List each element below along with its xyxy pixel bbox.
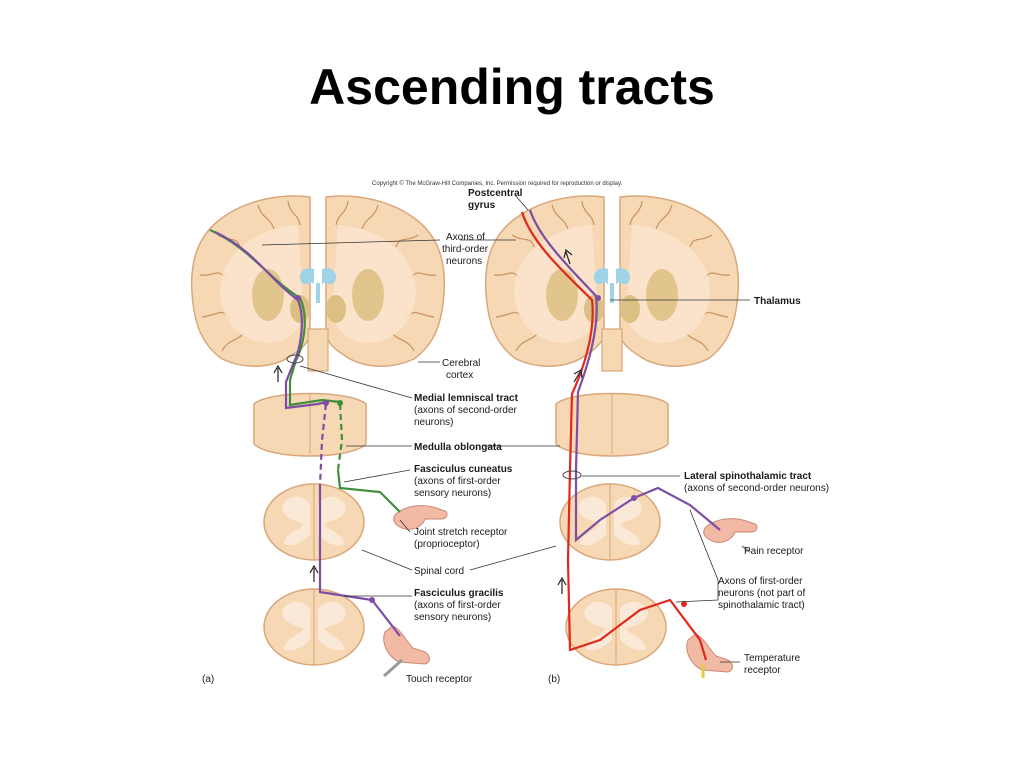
cerebral-cortex-label-1: Cerebral [442,358,480,369]
purple-tract-path-b [528,209,721,543]
temperature-label-1: Temperature [744,653,801,664]
up-arrow-icon [563,248,573,265]
touch-receptor-icon [383,658,403,678]
panel-b-label: (b) [548,674,560,685]
pain-receptor-icon [741,545,751,553]
axons-first-label-2: neurons (not part of [718,588,805,599]
cerebral-cortex-label-2: cortex [446,370,473,381]
cervical-cord-section-a [263,483,365,561]
copyright-note: Copyright © The McGraw-Hill Companies, I… [372,180,623,187]
spinal-cord-label: Spinal cord [414,566,464,577]
foot-a [383,625,430,665]
joint-stretch-label-2: (proprioceptor) [414,539,480,550]
brain-section-a [190,195,446,372]
medial-lemniscal-label-1: Medial lemniscal tract [414,393,519,404]
panel-a-label: (a) [202,674,214,685]
medulla-label: Medulla oblongata [414,442,502,453]
touch-receptor-label: Touch receptor [406,674,473,685]
up-arrow-icon [573,369,583,383]
medial-lemniscal-label-2: (axons of second-order [414,405,518,416]
fasciculus-gracilis-label-3: sensory neurons) [414,612,491,623]
medial-lemniscal-label-3: neurons) [414,417,453,428]
thalamus-label: Thalamus [754,296,801,307]
lateral-spinothalamic-label-2: (axons of second-order neurons) [684,483,829,494]
lumbar-cord-section-a [263,588,365,666]
joint-stretch-label-1: Joint stretch receptor [414,527,508,538]
brain-section-b [484,195,740,372]
leader-lines [261,194,750,663]
axons-third-label-1: Axons of [446,232,485,243]
axons-third-label-3: neurons [446,256,482,267]
slide-title: Ascending tracts [309,59,715,115]
postcentral-label-2: gyrus [468,200,496,211]
axons-first-label-1: Axons of first-order [718,576,803,587]
up-arrow-icon [557,576,567,594]
axons-first-label-3: spinothalamic tract) [718,600,805,611]
fasciculus-cuneatus-label-1: Fasciculus cuneatus [414,464,513,475]
foot-b [686,633,733,673]
fasciculus-cuneatus-label-2: (axons of first-order [414,476,501,487]
lateral-spinothalamic-label-1: Lateral spinothalamic tract [684,471,812,482]
axons-third-label-2: third-order [442,244,489,255]
red-tract-path [520,211,708,661]
pain-receptor-label: Pain receptor [744,546,804,557]
temperature-label-2: receptor [744,665,781,676]
up-arrow-icon [309,564,319,582]
up-arrow-icon [273,364,283,382]
fasciculus-cuneatus-label-3: sensory neurons) [414,488,491,499]
fasciculus-gracilis-label-2: (axons of first-order [414,600,501,611]
fasciculus-gracilis-label-1: Fasciculus gracilis [414,588,504,599]
hand-a [393,505,448,530]
postcentral-label-1: Postcentral [468,188,523,199]
